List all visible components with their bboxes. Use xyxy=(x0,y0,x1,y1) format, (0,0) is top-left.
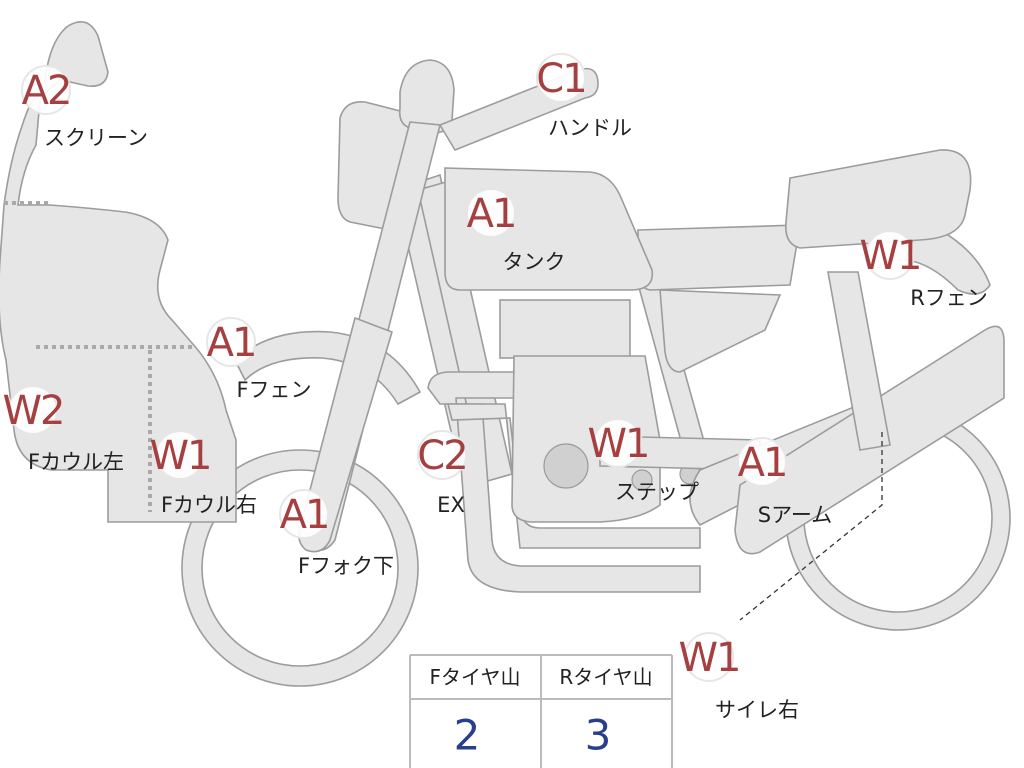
part-label: ステップ xyxy=(615,480,699,504)
grade-badge xyxy=(536,53,586,103)
callout-muffler-right: W1 サイレ右 xyxy=(679,632,799,722)
table-grid xyxy=(409,654,673,768)
exhaust-pipe-outer xyxy=(427,371,701,593)
callout-f-cowl-right: W1 Fカウル右 xyxy=(150,430,257,517)
engine-head xyxy=(499,299,631,359)
callout-f-fork-lower: A1 Fフォク下 xyxy=(279,489,394,578)
part-label: Sアーム xyxy=(758,503,832,527)
callout-r-fender: W1 Rフェン xyxy=(860,230,988,310)
seat-front xyxy=(637,224,801,291)
grade-label: W1 xyxy=(588,421,649,467)
part-label: スクリーン xyxy=(44,126,148,150)
part-label: Fフェン xyxy=(236,378,311,402)
grade-label: A2 xyxy=(22,68,71,114)
grade-label: A1 xyxy=(738,440,787,486)
callout-screen: A2 スクリーン xyxy=(21,65,148,150)
seat-rear xyxy=(784,149,972,249)
grade-badge xyxy=(206,317,256,367)
callout-step: W1 ステップ xyxy=(588,418,699,504)
part-label: EX xyxy=(437,493,465,517)
part-label: Rフェン xyxy=(910,286,988,310)
grade-badge xyxy=(417,430,467,480)
grade-badge xyxy=(684,632,734,682)
grade-badge xyxy=(8,385,58,435)
part-label: Fカウル右 xyxy=(161,493,257,517)
grade-label: W1 xyxy=(860,233,921,279)
callout-handle: C1 ハンドル xyxy=(536,53,632,140)
grade-label: W1 xyxy=(150,433,211,479)
grade-label: W2 xyxy=(3,388,64,434)
grade-label: C2 xyxy=(417,433,466,479)
grade-badge xyxy=(466,188,516,238)
handlebar-grip-left xyxy=(398,59,455,134)
front-wheel-hole xyxy=(201,469,399,667)
muffler-leader-line xyxy=(739,432,883,621)
callout-tank: A1 タンク xyxy=(466,188,566,274)
table-value-rear-tire: 3 xyxy=(585,711,612,760)
part-label: Fカウル左 xyxy=(28,450,124,474)
callout-swingarm: A1 Sアーム xyxy=(737,437,832,527)
grade-label: C1 xyxy=(536,56,585,102)
grade-label: A1 xyxy=(280,492,329,538)
tire-tread-table: Fタイヤ山 Rタイヤ山 2 3 xyxy=(409,654,673,768)
table-header-rear-tire: Rタイヤ山 xyxy=(559,665,652,689)
motorcycle-silhouette xyxy=(0,20,1011,687)
grade-label: A1 xyxy=(467,191,516,237)
callout-f-cowl-left: W2 Fカウル左 xyxy=(3,385,124,474)
engine-cover xyxy=(543,443,589,489)
table-header-front-tire: Fタイヤ山 xyxy=(430,665,521,689)
callout-exhaust: C2 EX xyxy=(417,430,469,517)
callout-f-fender: A1 Fフェン xyxy=(206,317,312,402)
part-label: タンク xyxy=(503,250,566,274)
part-label: ハンドル xyxy=(548,116,632,140)
grade-badge xyxy=(737,437,787,487)
grade-label: W1 xyxy=(679,635,740,681)
grade-badge xyxy=(155,430,205,480)
grade-badge xyxy=(21,65,71,115)
grade-label: A1 xyxy=(207,320,256,366)
table-value-front-tire: 2 xyxy=(454,711,481,760)
part-label: Fフォク下 xyxy=(298,554,394,578)
grade-badge xyxy=(279,489,329,539)
grade-badge xyxy=(593,418,643,468)
step-peg-left xyxy=(631,469,653,491)
grade-badge xyxy=(865,230,915,280)
rear-shock xyxy=(827,271,891,451)
side-panel xyxy=(659,289,782,373)
part-label: サイレ右 xyxy=(715,698,799,722)
